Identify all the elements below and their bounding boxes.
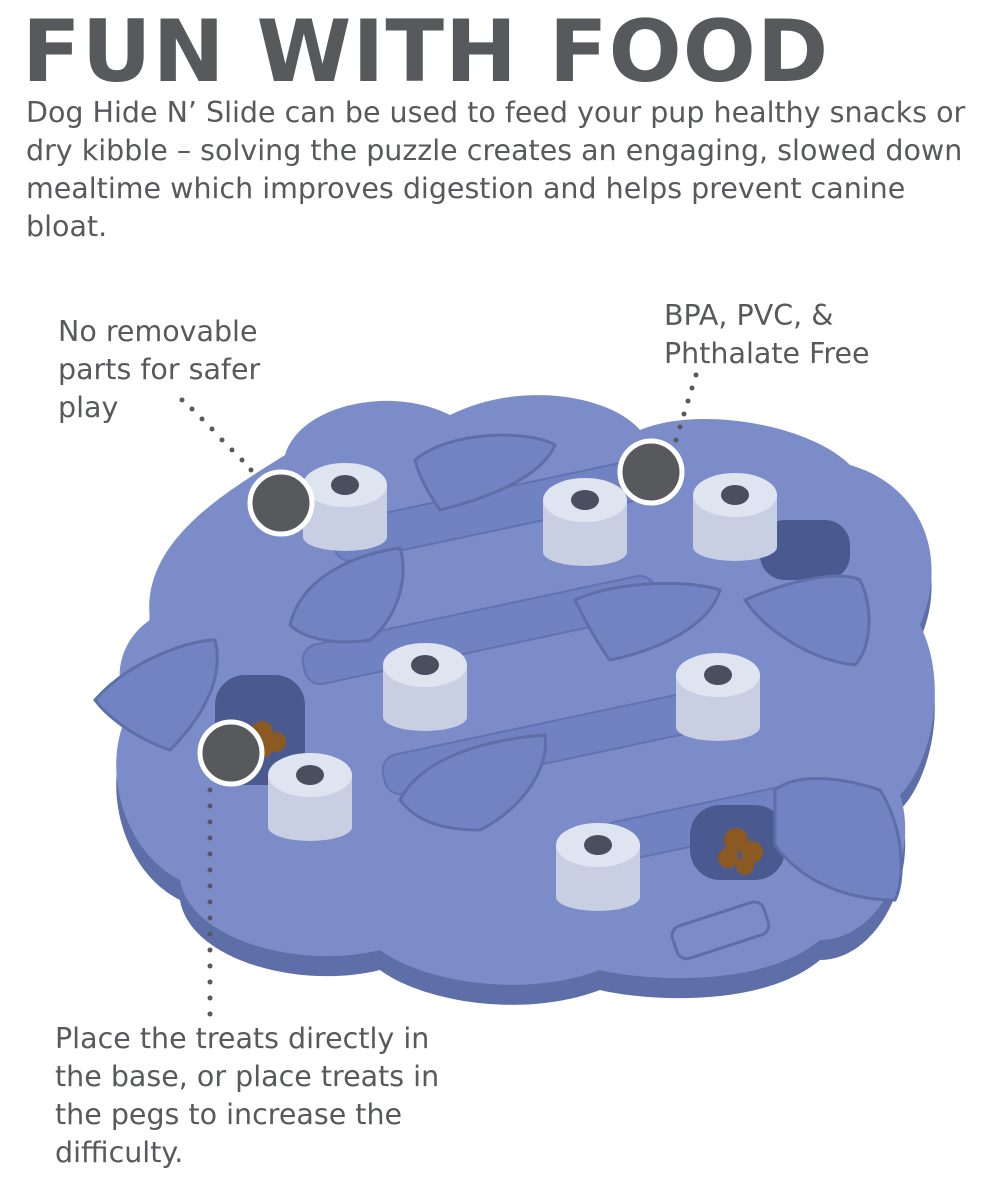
callout-safer-play: No removable parts for safer play — [58, 315, 261, 424]
peg — [543, 478, 627, 566]
callout-materials: BPA, PVC, & Phthalate Free — [664, 299, 870, 370]
peg — [676, 653, 760, 741]
peg — [556, 823, 640, 911]
peg — [383, 643, 467, 731]
brand-logo — [670, 900, 771, 961]
fish-fins — [93, 433, 903, 902]
intro-text: Dog Hide N’ Slide can be used to feed yo… — [26, 96, 966, 243]
peg — [693, 473, 777, 561]
callout-marker-materials — [617, 438, 685, 506]
callout-marker-parts — [247, 469, 315, 537]
peg — [268, 753, 352, 841]
leader-lines — [179, 372, 699, 1017]
headline: FUN WITH FOOD — [22, 2, 830, 102]
peg — [303, 463, 387, 551]
callout-marker-treats — [197, 719, 265, 787]
pegs — [268, 463, 777, 911]
callout-treats: Place the treats directly in the base, o… — [55, 1022, 440, 1169]
